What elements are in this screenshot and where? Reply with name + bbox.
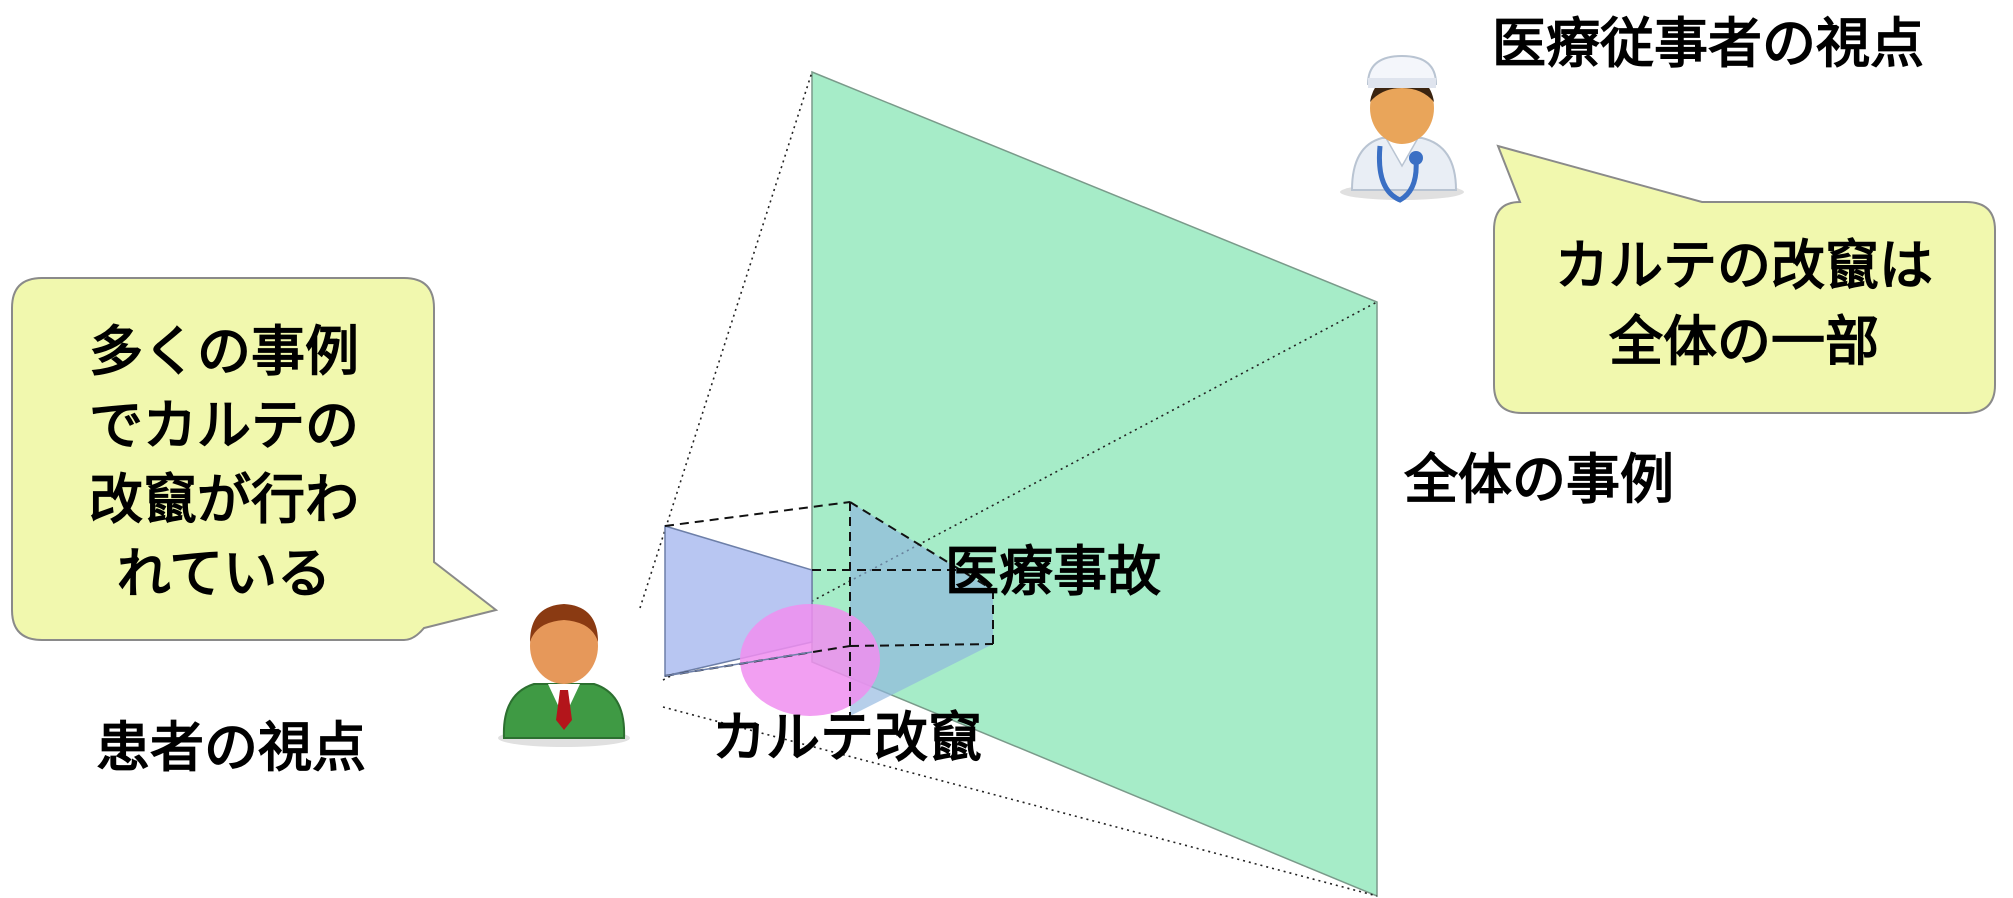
title-doctor-view: 医療従事者の視点	[1492, 12, 1924, 75]
patient-bubble-shape	[11, 277, 499, 641]
patient-bubble-line1: 多くの事例	[89, 320, 359, 383]
perspective-lines	[639, 71, 1378, 897]
doctor-bubble-line2: 全体の一部	[1608, 310, 1879, 373]
patient-speech-bubble: 多くの事例 でカルテの 改竄が行わ れている	[11, 277, 499, 641]
title-patient-view: 患者の視点	[96, 716, 366, 779]
all-cases-plane	[811, 70, 1378, 898]
label-medical-accidents: 医療事故	[945, 540, 1161, 603]
doctor-bubble-shape	[1493, 144, 1996, 414]
doctor-bubble-line1: カルテの改竄は	[1555, 234, 1933, 297]
medical-accident-back-plane	[850, 502, 993, 716]
patient-bubble-line4: れている	[117, 542, 331, 605]
doctor-speech-bubble: カルテの改竄は 全体の一部	[1493, 144, 1996, 414]
person-icon	[498, 604, 630, 747]
chart-falsification-circle	[740, 604, 880, 716]
label-all-cases: 全体の事例	[1403, 448, 1674, 511]
small-plane-base-edge	[664, 651, 813, 677]
label-chart-falsification: カルテ改竄	[712, 706, 982, 769]
doctor-icon	[1340, 54, 1464, 203]
patient-bubble-line2: でカルテの	[89, 394, 359, 457]
patient-bubble-line3: 改竄が行わ	[89, 468, 359, 531]
